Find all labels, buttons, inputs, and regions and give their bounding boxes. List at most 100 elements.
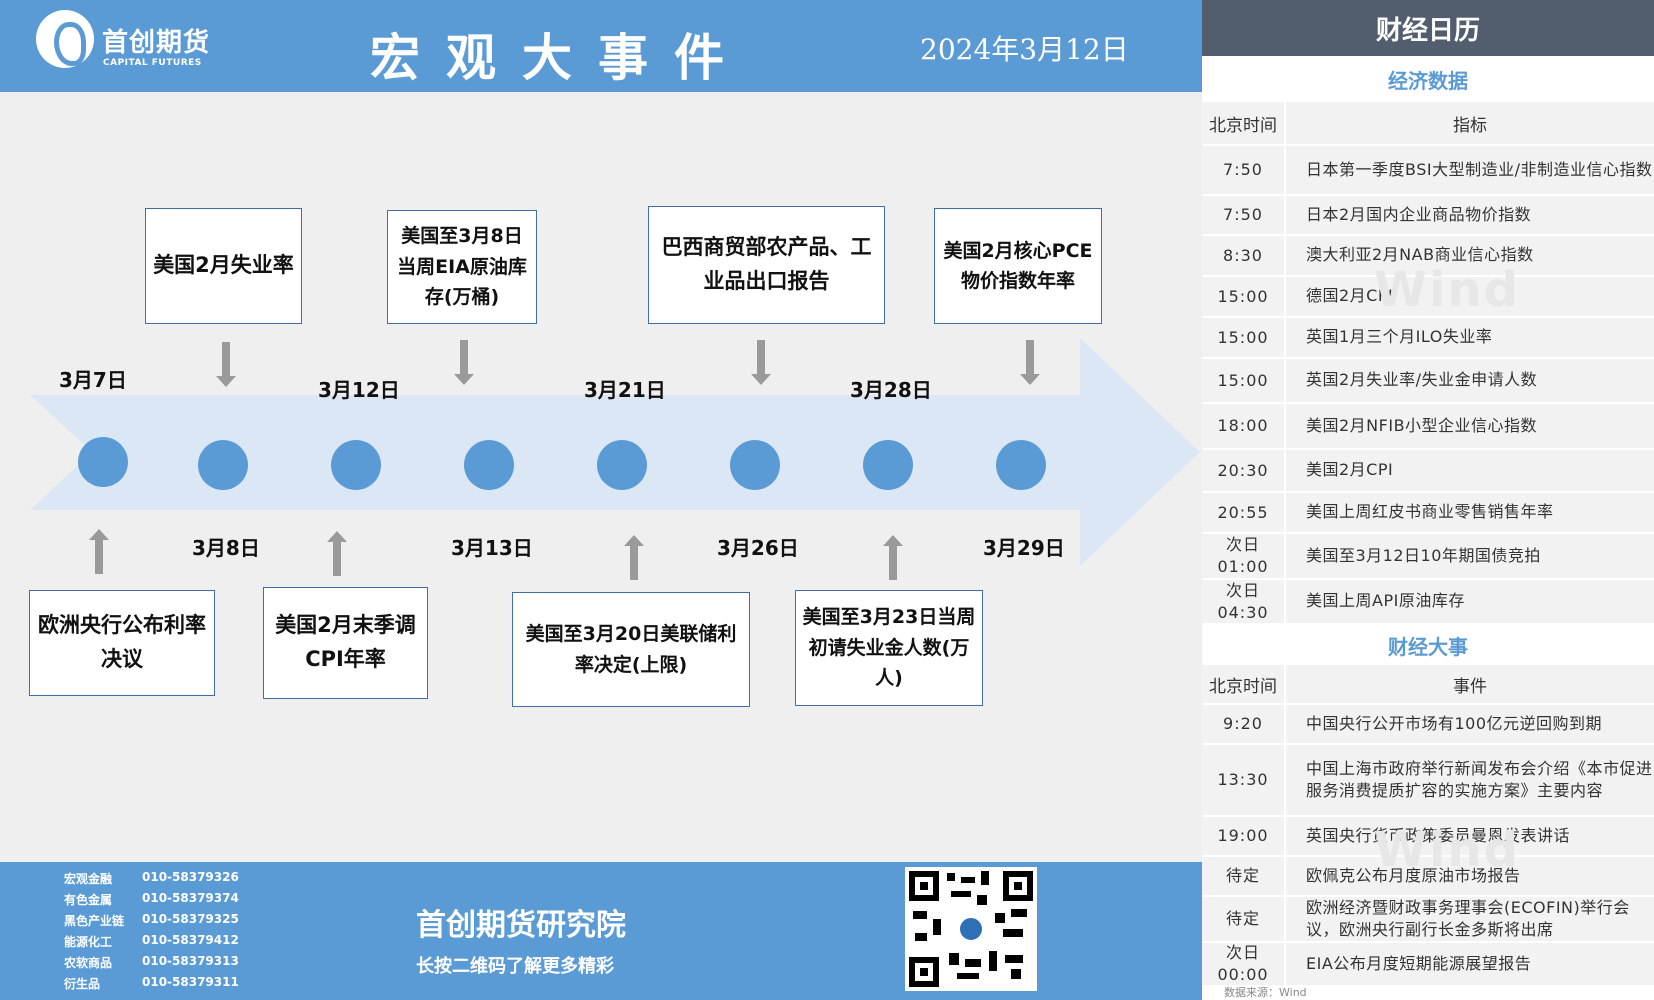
header-event: 事件 — [1286, 665, 1654, 703]
qr-module — [1003, 929, 1023, 937]
qr-module — [965, 959, 981, 967]
timeline-dot — [996, 440, 1046, 490]
report-date: 2024年3月12日 — [920, 33, 1129, 66]
row-time: 7:50 — [1202, 196, 1286, 234]
row-item: 澳大利亚2月NAB商业信心指数 — [1286, 236, 1654, 275]
row-item: 日本第一季度BSI大型制造业/非制造业信心指数 — [1286, 146, 1654, 194]
data-source: 数据来源：Wind — [1224, 986, 1307, 999]
contact-row: 有色金属 010-58379374 — [64, 891, 239, 912]
contact-dept: 农软商品 — [64, 956, 113, 970]
date-label: 3月13日 — [451, 536, 533, 560]
timeline-dot — [464, 440, 514, 490]
qr-logo-icon — [957, 915, 985, 943]
date-label: 3月26日 — [717, 536, 799, 560]
header-indicator: 指标 — [1286, 102, 1654, 144]
qr-module — [951, 891, 971, 897]
row-item: 美国上周API原油库存 — [1286, 580, 1654, 623]
event-table-header: 北京时间 事件 — [1202, 665, 1654, 705]
qr-module — [961, 877, 975, 883]
contact-phone: 010-58379325 — [142, 912, 239, 926]
calendar-title: 财经日历 — [1202, 0, 1654, 56]
contact-dept: 宏观金融 — [64, 872, 113, 886]
row-item: 美国至3月12日10年期国债竞拍 — [1286, 534, 1654, 578]
event-box: 美国2月末季调CPI年率 — [263, 587, 428, 699]
qr-hint: 长按二维码了解更多精彩 — [416, 956, 614, 977]
row-item: EIA公布月度短期能源展望报告 — [1286, 943, 1654, 985]
qr-module — [913, 911, 927, 919]
contact-dept: 黑色产业链 — [64, 914, 125, 928]
economic-table-header: 北京时间 指标 — [1202, 102, 1654, 146]
timeline-dot — [730, 440, 780, 490]
watermark: Wind — [1374, 262, 1520, 318]
row-item: 中国上海市政府举行新闻发布会介绍《本市促进服务消费提质扩容的实施方案》主要内容 — [1286, 745, 1654, 815]
date-label: 3月21日 — [584, 378, 666, 402]
contact-list: 宏观金融 010-58379326 有色金属 010-58379374 黑色产业链 0… — [64, 870, 239, 996]
row-item: 美国上周红皮书商业零售销售年率 — [1286, 493, 1654, 532]
qr-module — [915, 933, 927, 941]
row-time: 15:00 — [1202, 277, 1286, 316]
up-arrow-icon — [883, 535, 903, 580]
event-box: 巴西商贸部农产品、工业品出口报告 — [648, 206, 885, 324]
event-box: 美国至3月20日美联储利率决定(上限) — [512, 592, 750, 707]
qr-code-icon[interactable] — [905, 867, 1037, 991]
contact-row: 黑色产业链 010-58379325 — [64, 912, 239, 933]
financial-events-title: 财经大事 — [1388, 634, 1468, 659]
event-box: 美国2月失业率 — [145, 208, 302, 324]
table-row: 待定欧佩克公布月度原油市场报告 — [1202, 857, 1654, 897]
timeline-dot — [597, 440, 647, 490]
row-time: 9:20 — [1202, 705, 1286, 743]
date-label: 3月28日 — [850, 378, 932, 402]
contact-dept: 衍生品 — [64, 977, 101, 991]
timeline-dot — [331, 440, 381, 490]
contact-phone: 010-58379374 — [142, 891, 239, 905]
row-time: 18:00 — [1202, 404, 1286, 448]
date-label: 3月7日 — [59, 368, 127, 392]
qr-module — [995, 913, 1005, 923]
contact-row: 宏观金融 010-58379326 — [64, 870, 239, 891]
down-arrow-icon — [216, 342, 236, 387]
qr-module — [1011, 909, 1027, 917]
qr-module — [947, 873, 955, 881]
row-item: 欧洲经济暨财政事务理事会(ECOFIN)举行会议，欧洲央行副行长金多斯将出席 — [1286, 897, 1654, 941]
event-box: 欧洲央行公布利率决议 — [29, 590, 215, 696]
timeline-dot — [863, 440, 913, 490]
row-time: 19:00 — [1202, 817, 1286, 855]
row-item: 欧佩克公布月度原油市场报告 — [1286, 857, 1654, 895]
page-title: 宏观大事件 — [370, 28, 750, 87]
row-time: 待定 — [1202, 897, 1286, 941]
qr-module — [949, 953, 959, 965]
row-item: 英国1月三个月ILO失业率 — [1286, 318, 1654, 357]
qr-module — [977, 895, 987, 905]
timeline-dot — [198, 440, 248, 490]
header-time: 北京时间 — [1202, 665, 1286, 703]
contact-phone: 010-58379326 — [142, 870, 239, 884]
contact-dept: 有色金属 — [64, 893, 113, 907]
row-time: 13:30 — [1202, 745, 1286, 815]
row-time: 20:55 — [1202, 493, 1286, 532]
row-item: 中国央行公开市场有100亿元逆回购到期 — [1286, 705, 1654, 743]
qr-module — [1011, 969, 1021, 979]
qr-module — [933, 919, 941, 935]
up-arrow-icon — [327, 531, 347, 576]
qr-module — [989, 951, 997, 971]
contact-dept: 能源化工 — [64, 935, 113, 949]
date-label: 3月12日 — [318, 378, 400, 402]
qr-module — [981, 871, 989, 885]
event-box: 美国至3月8日当周EIA原油库存(万桶) — [387, 210, 537, 324]
row-item: 日本2月国内企业商品物价指数 — [1286, 196, 1654, 234]
header-bar: 首创期货 CAPITAL FUTURES 宏观大事件 2024年3月12日 — [0, 0, 1202, 92]
qr-module — [957, 973, 979, 979]
row-item: 美国2月CPI — [1286, 450, 1654, 491]
